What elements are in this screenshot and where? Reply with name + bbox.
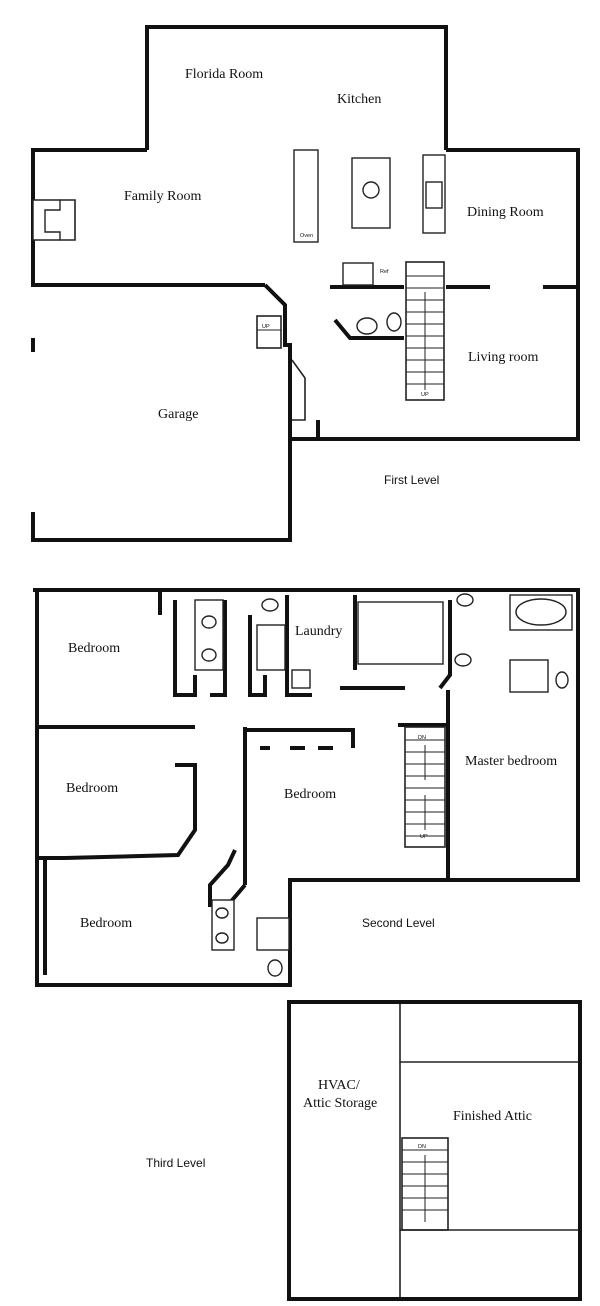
- master-shower: [509, 659, 549, 693]
- second-level-plan: DN UP Bedroom Laundry Master bedroom Bed…: [33, 588, 580, 987]
- room-hvac-label-line1: HVAC/: [318, 1078, 360, 1093]
- room-hvac-label-line2: Attic Storage: [303, 1096, 377, 1111]
- oven-label: Oven: [300, 233, 313, 239]
- room-family-room: Family Room: [124, 189, 202, 204]
- bath2-tub: [256, 917, 290, 951]
- refrigerator: [342, 262, 374, 286]
- first-level-stairs: [405, 261, 445, 401]
- room-florida-room: Florida Room: [185, 67, 263, 82]
- master-sink-a: [456, 593, 474, 607]
- master-closet: [357, 601, 444, 665]
- second-stairs-down-label: DN: [418, 735, 426, 741]
- master-sink-b: [454, 653, 472, 667]
- master-tub: [515, 598, 567, 626]
- third-stairs-down-label: DN: [418, 1144, 426, 1150]
- room-master-bedroom: Master bedroom: [465, 754, 557, 769]
- room-dining-room: Dining Room: [467, 205, 544, 220]
- room-bedroom-center: Bedroom: [284, 787, 336, 802]
- room-living-room: Living room: [468, 350, 538, 365]
- master-toilet: [555, 671, 569, 689]
- cooktop: [362, 181, 380, 199]
- second-level-label: Second Level: [362, 916, 435, 930]
- room-bedroom-top-left: Bedroom: [68, 641, 120, 656]
- powder-room-toilet: [386, 312, 402, 332]
- laundry-machine: [291, 669, 311, 689]
- third-level-label: Third Level: [146, 1156, 205, 1170]
- garage-step: [256, 315, 282, 349]
- garage-up-label: UP: [262, 324, 270, 330]
- bath1-tub: [256, 624, 286, 671]
- first-level-plan: Oven Ref UP UP Florida Room Kitchen Fami…: [31, 25, 580, 542]
- ref-label: Ref: [380, 269, 389, 275]
- bath2-toilet: [267, 959, 283, 977]
- second-level-stairs: [404, 726, 446, 848]
- kitchen-counter: [293, 149, 319, 243]
- third-level-stairs: [401, 1137, 449, 1231]
- room-bedroom-bottom-left: Bedroom: [80, 916, 132, 931]
- first-level-label: First Level: [384, 473, 439, 487]
- room-finished-attic: Finished Attic: [453, 1109, 532, 1124]
- bath1-sink-a: [201, 615, 217, 629]
- bath1-sink-b: [201, 648, 217, 662]
- bath1-toilet: [261, 598, 279, 612]
- room-bedroom-mid-left: Bedroom: [66, 781, 118, 796]
- fireplace: [32, 199, 61, 241]
- room-garage: Garage: [158, 407, 198, 422]
- second-stairs-up-label: UP: [420, 834, 428, 840]
- bath2-sink-a: [215, 907, 229, 919]
- sink: [425, 181, 443, 209]
- first-stairs-up-label: UP: [421, 392, 429, 398]
- room-laundry: Laundry: [295, 624, 342, 639]
- bath2-sink-b: [215, 932, 229, 944]
- powder-room-sink: [356, 317, 378, 335]
- third-level-plan: DN HVAC/ Attic Storage Finished Attic Th…: [146, 1000, 582, 1301]
- room-kitchen: Kitchen: [337, 92, 381, 107]
